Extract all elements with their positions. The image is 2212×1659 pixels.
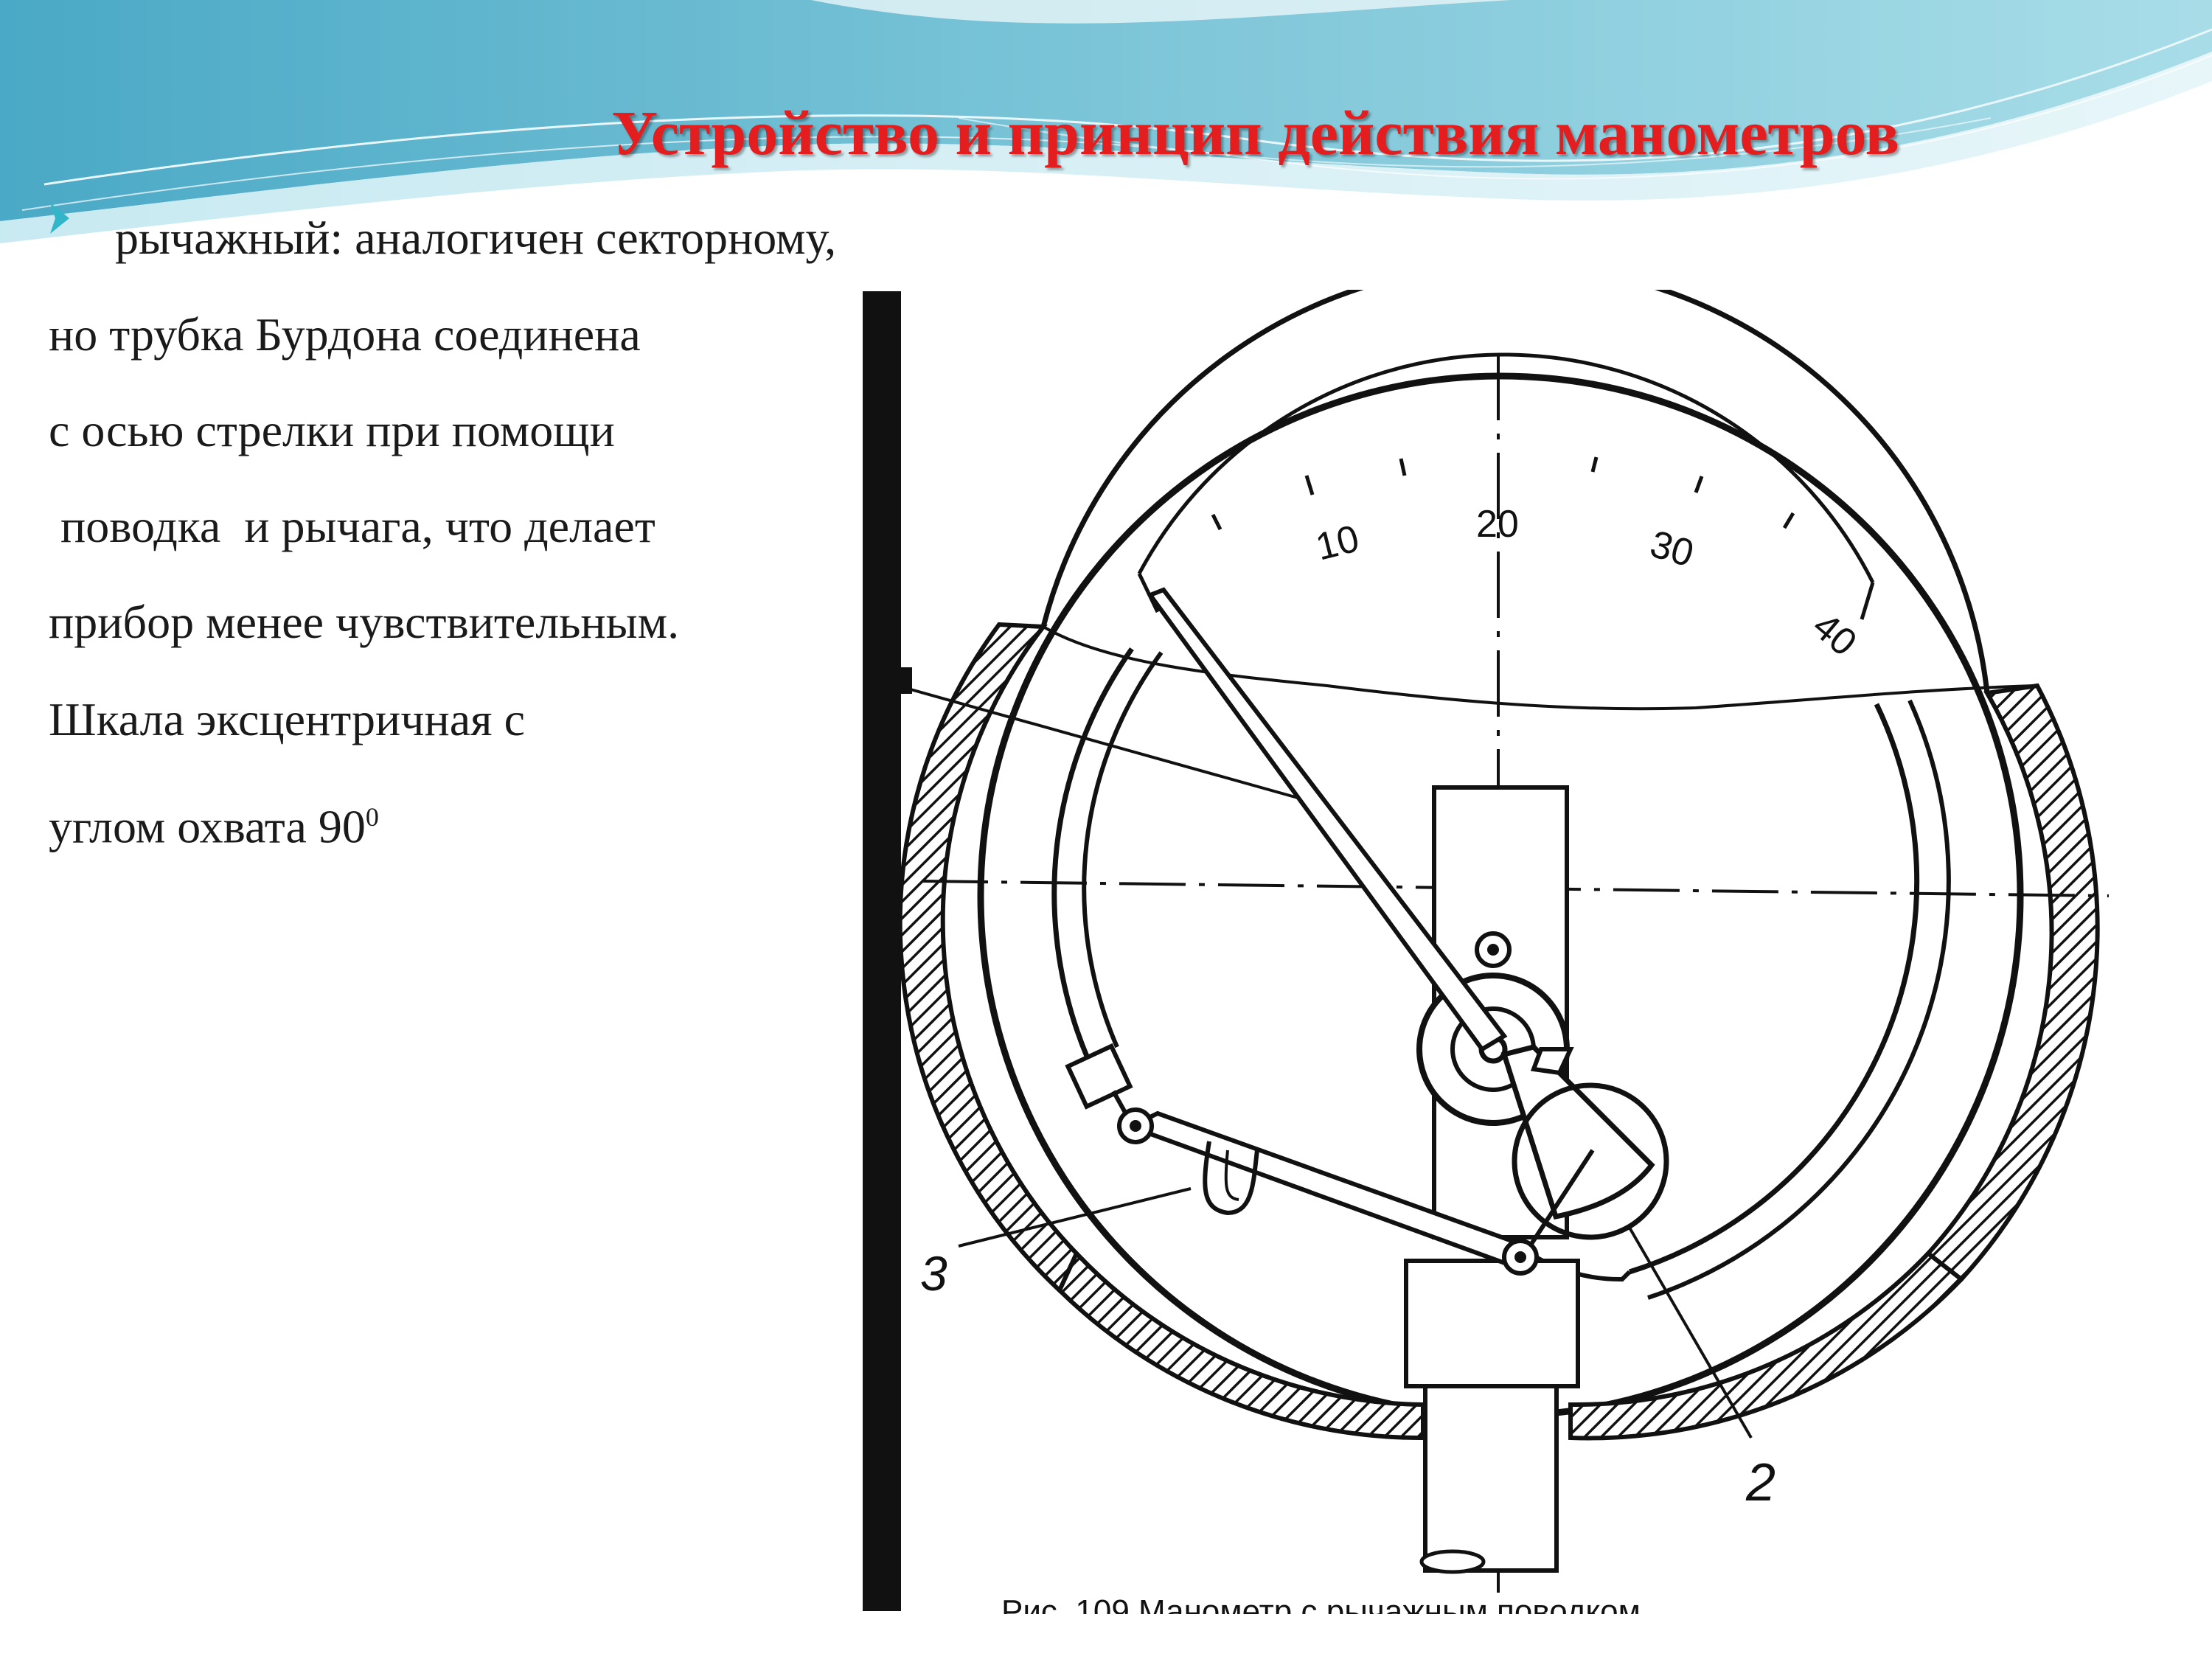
body-line-2: но трубка Бурдона соединена (49, 308, 641, 361)
figure-caption: Рис. 109 Манометр с рычажным поводком (1001, 1593, 1641, 1614)
body-line-4: поводка и рычага, что делает (49, 500, 655, 552)
scale-ticks (1211, 456, 1795, 531)
stem (1423, 1384, 1559, 1573)
slide-title: Устройство и принцип действия манометров (611, 97, 1899, 168)
leader-line-top (910, 688, 1298, 799)
left-edge-bar (863, 291, 901, 1611)
leader-line-2 (1628, 1226, 1753, 1439)
manometer-figure: 10 20 30 40 (861, 290, 2168, 1614)
header-wave-decoration (0, 0, 2212, 243)
body-line-6: Шкала эксцентричная с (49, 693, 525, 745)
body-line-3: с осью стрелки при помощи (49, 404, 615, 456)
scale-label-10: 10 (1312, 517, 1363, 568)
eccentric-scale-arc (1137, 352, 1875, 584)
bourdon-tube (1051, 647, 1134, 1060)
pointer (1147, 587, 1508, 1052)
leader-line-3 (958, 1187, 1192, 1248)
fitting-block (1404, 1259, 1580, 1388)
body-line-7-text: углом охвата 90 (49, 800, 366, 853)
body-line-5: прибор менее чувствительным. (49, 596, 680, 648)
body-line-1: рычажный: аналогичен секторному, (115, 212, 837, 264)
degree-superscript: 0 (365, 802, 379, 832)
break-line (1042, 625, 2036, 711)
teal-arrow-bullet-icon (50, 203, 69, 234)
body-line-7: углом охвата 900 (49, 787, 379, 856)
gear-ring (1512, 1082, 1669, 1240)
callout-2: 2 (1745, 1453, 1775, 1512)
callout-3: 3 (920, 1246, 947, 1301)
toothed-sector (1500, 1044, 1655, 1220)
